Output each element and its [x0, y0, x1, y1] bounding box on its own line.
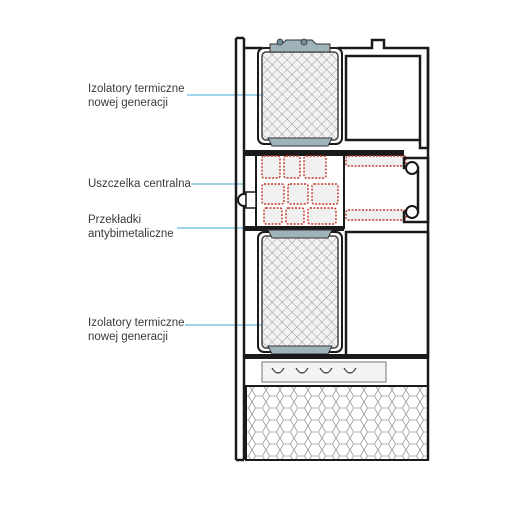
- insulator-bottom: [261, 235, 339, 349]
- lower-sash: [244, 229, 430, 359]
- upper-sash: [244, 38, 430, 156]
- label-insulators-bottom: Izolatory termiczne nowej generacji: [88, 316, 185, 344]
- label-insulators-top-line1: Izolatory termiczne: [88, 83, 185, 95]
- label-insulators-bottom-line2: nowej generacji: [88, 331, 168, 343]
- label-antibimetallic: Przekładki antybimetaliczne: [88, 213, 174, 241]
- label-antibimetallic-line1: Przekładki: [88, 214, 142, 226]
- label-insulators-top-line2: nowej generacji: [88, 97, 168, 109]
- central-gasket-region: [237, 151, 430, 231]
- label-central-seal: Uszczelka centralna: [88, 178, 191, 190]
- insulator-top: [261, 51, 339, 141]
- foam-base: [245, 48, 430, 461]
- label-insulators-bottom-line1: Izolatory termiczne: [88, 317, 185, 329]
- label-antibimetallic-line2: antybimetaliczne: [88, 228, 174, 240]
- outer-frame: [234, 36, 246, 462]
- label-insulators-top: Izolatory termiczne nowej generacji: [88, 82, 185, 110]
